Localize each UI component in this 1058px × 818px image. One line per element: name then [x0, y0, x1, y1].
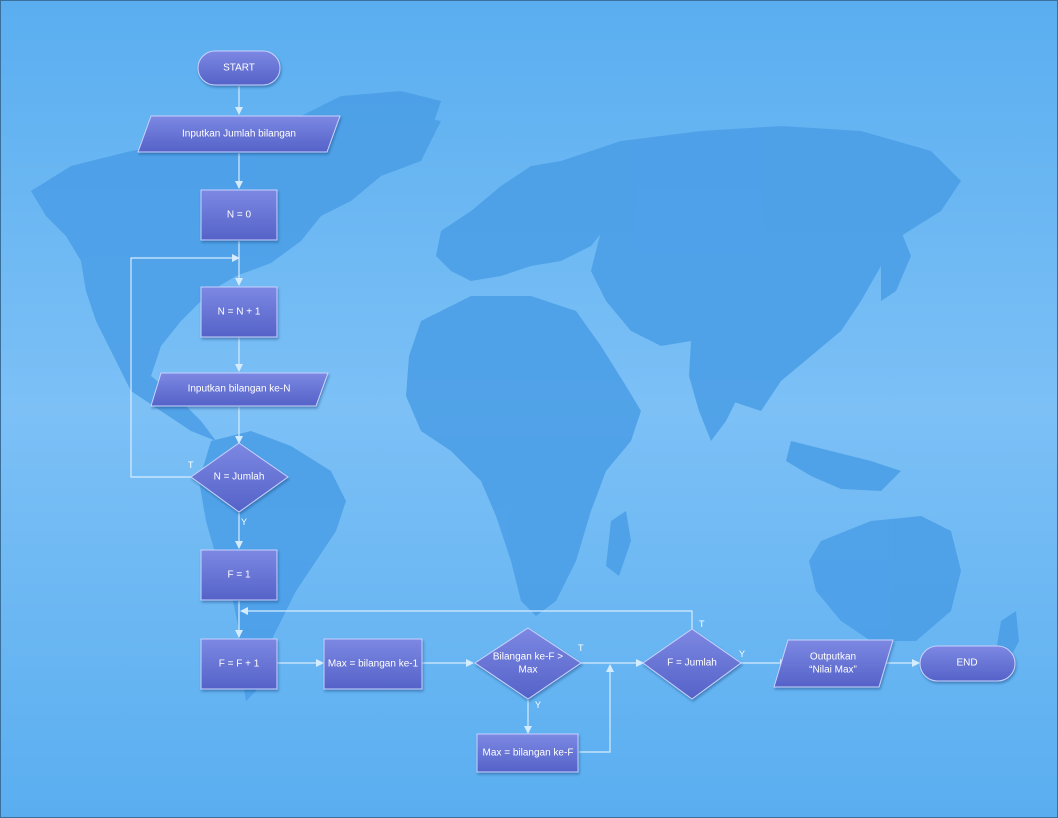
check-f-label: F = Jumlah [667, 658, 717, 669]
n-increment-process[interactable]: N = N + 1 [200, 286, 278, 338]
n-zero-process[interactable]: N = 0 [200, 189, 278, 241]
connectors [130, 86, 920, 753]
connector-check-n-false-loop [130, 254, 240, 478]
greenland-shape [301, 91, 441, 166]
japan-shape [881, 231, 911, 301]
africa-shape [406, 296, 641, 616]
input-count-label: Inputkan Jumlah bilangan [182, 129, 296, 140]
input-number-parallelogram[interactable]: Inputkan bilangan ke-N [150, 372, 329, 407]
edge-label-check-n-true: Y [241, 517, 247, 527]
n-zero-label: N = 0 [227, 210, 252, 221]
max-first-process[interactable]: Max = bilangan ke-1 [323, 638, 423, 690]
max-first-label: Max = bilangan ke-1 [328, 659, 419, 670]
f-increment-process[interactable]: F = F + 1 [200, 638, 278, 690]
edge-label-compare-false: T [578, 643, 584, 653]
connector-check-f-false-loop [240, 607, 693, 629]
india-shape [689, 341, 746, 441]
edge-label-check-f-true: Y [739, 649, 745, 659]
asia-shape [561, 126, 961, 411]
compare-label-line2: Max [519, 665, 538, 676]
edge-label-check-n-false: T [188, 460, 194, 470]
check-n-decision[interactable]: N = Jumlah [190, 442, 289, 513]
compare-decision[interactable]: Bilangan ke-F > Max [474, 627, 582, 700]
input-number-label: Inputkan bilangan ke-N [188, 384, 291, 395]
edge-label-check-f-false: T [699, 619, 705, 629]
check-f-decision[interactable]: F = Jumlah [642, 628, 742, 700]
max-update-process[interactable]: Max = bilangan ke-F [476, 733, 579, 773]
indonesia-shape [786, 441, 901, 491]
australia-shape [809, 516, 961, 641]
input-count-parallelogram[interactable]: Inputkan Jumlah bilangan [137, 115, 341, 153]
output-parallelogram[interactable]: Outputkan “Nilai Max” [773, 639, 894, 688]
connector-max-update-to-join [579, 664, 614, 753]
edge-label-compare-true: Y [535, 700, 541, 710]
end-label: END [956, 658, 977, 669]
start-terminator[interactable]: START [197, 50, 281, 86]
output-label-line2: “Nilai Max” [809, 665, 857, 676]
f-increment-label: F = F + 1 [219, 659, 260, 670]
f-one-label: F = 1 [227, 570, 251, 581]
max-update-label: Max = bilangan ke-F [483, 748, 574, 759]
europe-shape [436, 161, 621, 281]
madagascar-shape [606, 511, 631, 576]
compare-label-line1: Bilangan ke-F > [493, 652, 563, 663]
check-n-label: N = Jumlah [214, 472, 265, 483]
output-label-line1: Outputkan [810, 652, 856, 663]
north-america-shape [31, 113, 441, 441]
start-label: START [223, 63, 255, 74]
n-increment-label: N = N + 1 [218, 307, 261, 318]
end-terminator[interactable]: END [919, 645, 1016, 682]
f-one-process[interactable]: F = 1 [200, 549, 278, 601]
